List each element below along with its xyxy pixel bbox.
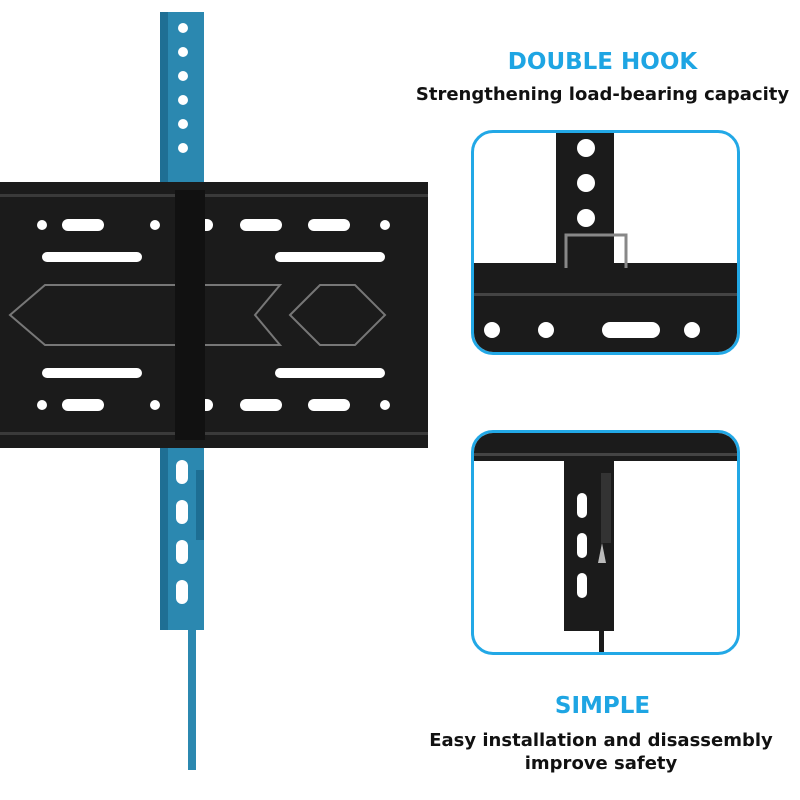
double-hook-closeup — [471, 130, 740, 355]
feature1-subtitle: Strengthening load-bearing capacity — [415, 84, 790, 105]
feature2-line1: Easy installation and disassembly — [429, 730, 773, 751]
feature1-title: DOUBLE HOOK — [507, 49, 698, 75]
feature2-line2: improve safety — [524, 753, 678, 774]
upper-blue-arm — [160, 12, 204, 187]
simple-install-closeup — [471, 430, 740, 655]
product-illustration — [0, 12, 428, 770]
lower-blue-arm — [160, 448, 204, 770]
feature2-title: SIMPLE — [554, 693, 651, 719]
mounting-plate — [0, 182, 428, 448]
